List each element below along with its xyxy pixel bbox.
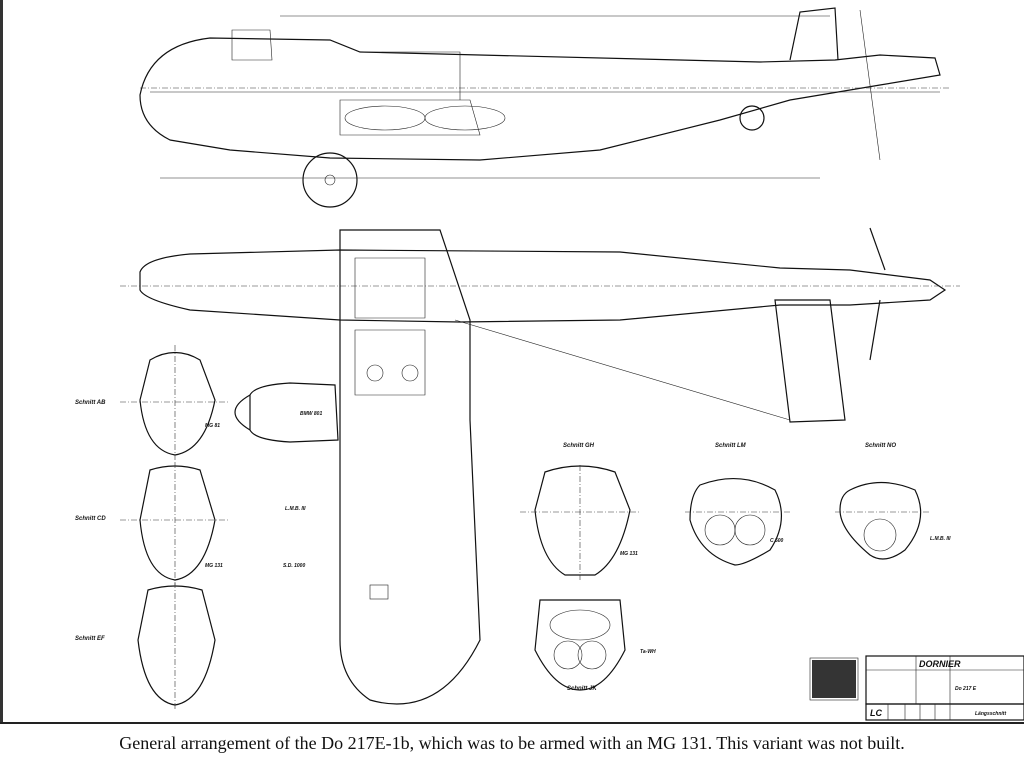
- plan-view: BMW 801 L.M.B. III S.D. 1000: [120, 227, 960, 705]
- company-name: DORNIER: [919, 659, 961, 669]
- main-wheel: [302, 152, 358, 208]
- wing-outline: [339, 229, 481, 705]
- section-jk-label: Schnitt JK: [567, 686, 597, 692]
- title-block: DORNIER Do 217 E LC Längsschnitt: [809, 655, 1024, 721]
- section-no: Schnitt NO L.M.B. III: [835, 443, 951, 560]
- sd-label: S.D. 1000: [283, 563, 305, 569]
- ta-label: Ta-WH: [640, 649, 656, 655]
- drawing-title: Längsschnitt: [975, 711, 1006, 717]
- bomb-shape: [344, 105, 426, 131]
- caption-divider: [0, 722, 1024, 724]
- engine-label: BMW 801: [300, 411, 322, 417]
- fin-plan-bottom: [869, 299, 881, 361]
- section-cd-label: Schnitt CD: [75, 516, 106, 522]
- cockpit-canopy: [231, 29, 273, 61]
- section-cd: Schnitt CD MG 131: [75, 462, 230, 585]
- fuel-tank-outline: [360, 51, 461, 100]
- engine-nacelle: [249, 382, 339, 443]
- lmb-no-label: L.M.B. III: [930, 536, 951, 542]
- plan-fuselage-outline: [139, 249, 947, 323]
- section-ef: Schnitt EF: [75, 582, 216, 710]
- section-gh-label: Schnitt GH: [563, 443, 595, 449]
- mg131-label: MG 131: [205, 563, 223, 569]
- fuselage-outline: [139, 37, 941, 161]
- mg131-gh-label: MG 131: [620, 551, 638, 557]
- mg81-label: MG 81: [205, 423, 220, 429]
- horizontal-stabilizer: [774, 299, 846, 423]
- propeller-spinner: [234, 394, 251, 431]
- vertical-fin: [789, 7, 839, 61]
- section-no-label: Schnitt NO: [865, 443, 896, 449]
- leader-line: [454, 319, 791, 421]
- fin-plan-top: [869, 227, 886, 271]
- filler-cap: [366, 364, 384, 382]
- section-lm: Schnitt LM C 500: [685, 443, 790, 566]
- technical-drawing: BMW 801 L.M.B. III S.D. 1000 Schnitt AB …: [75, 7, 1024, 721]
- bomb-shape: [424, 105, 506, 131]
- title-row: [865, 703, 1024, 721]
- pitot-fitting: [369, 584, 389, 600]
- lmb-label: L.M.B. III: [285, 506, 306, 512]
- wheel-hub: [324, 174, 336, 186]
- tail-plane-edge: [859, 9, 881, 161]
- section-lm-label: Schnitt LM: [715, 443, 747, 449]
- c500-label: C 500: [770, 538, 784, 544]
- section-ab: Schnitt AB MG 81: [75, 345, 230, 460]
- fuel-cell-1: [354, 257, 426, 319]
- section-ef-label: Schnitt EF: [75, 636, 105, 642]
- section-gh: Schnitt GH MG 131: [520, 443, 640, 580]
- fuel-cell-2: [354, 329, 426, 396]
- notes-box: [809, 657, 859, 701]
- tail-wheel: [739, 105, 765, 131]
- class-code: LC: [870, 708, 882, 718]
- section-ab-label: Schnitt AB: [75, 400, 106, 406]
- scan-edge: [0, 0, 3, 722]
- side-elevation: [139, 7, 950, 208]
- figure-caption: General arrangement of the Do 217E-1b, w…: [119, 733, 905, 753]
- bomb-bay: [339, 99, 481, 136]
- drawing-number: Do 217 E: [955, 686, 977, 692]
- section-jk: Schnitt JK Ta-WH: [534, 599, 656, 692]
- filler-cap: [401, 364, 419, 382]
